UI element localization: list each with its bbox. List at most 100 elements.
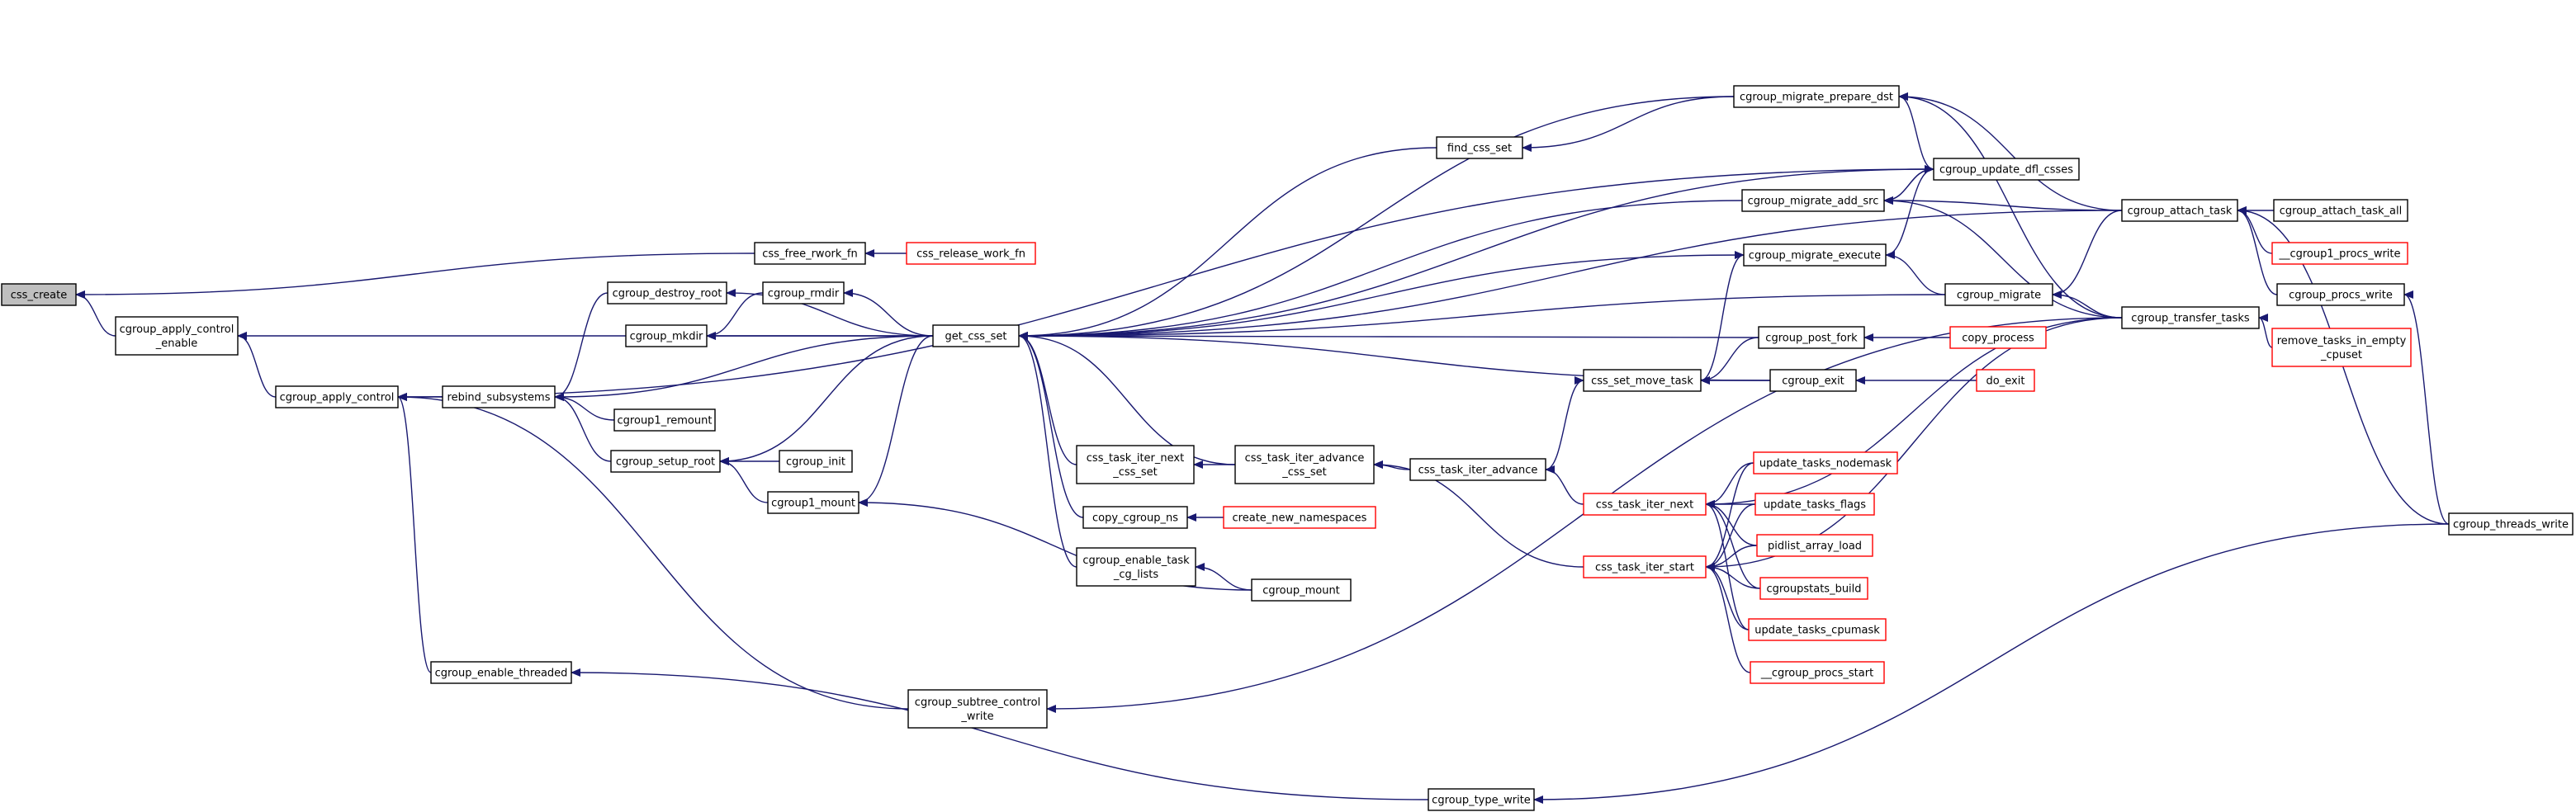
node-box[interactable]	[1949, 326, 2047, 349]
node-cgroup_rmdir[interactable]: cgroup_rmdir	[762, 281, 845, 304]
node-copy_process[interactable]: copy_process	[1949, 326, 2047, 349]
node-box[interactable]	[1748, 618, 1887, 641]
node-css_free_rwork_fn[interactable]: css_free_rwork_fn	[754, 242, 866, 265]
node-cgroup_update_dfl_csses[interactable]: cgroup_update_dfl_csses	[1933, 158, 2080, 181]
node-copy_cgroup_ns[interactable]: copy_cgroup_ns	[1082, 506, 1188, 529]
node-box[interactable]	[932, 324, 1020, 347]
node-rebind_subsystems[interactable]: rebind_subsystems	[442, 385, 556, 408]
node-css_task_iter_next[interactable]: css_task_iter_next	[1583, 493, 1707, 516]
node-box[interactable]	[1583, 555, 1707, 578]
node-box[interactable]	[2273, 199, 2408, 222]
node-box[interactable]	[1758, 326, 1865, 349]
node-box[interactable]	[1428, 788, 1535, 811]
node-box[interactable]	[2271, 242, 2408, 265]
node-box[interactable]	[779, 450, 853, 473]
node-box[interactable]	[1409, 458, 1546, 481]
node-cgroup_migrate_execute[interactable]: cgroup_migrate_execute	[1743, 243, 1887, 267]
node-box[interactable]	[1754, 493, 1875, 516]
node-cgroup_init[interactable]: cgroup_init	[779, 450, 853, 473]
node-box[interactable]	[1436, 136, 1523, 159]
node-box[interactable]	[2121, 199, 2238, 222]
node-cgroup_threads_write[interactable]: cgroup_threads_write	[2448, 512, 2574, 536]
node-box[interactable]	[625, 324, 708, 347]
node-css_task_iter_advance_css_set[interactable]: css_task_iter_advance_css_set	[1234, 445, 1375, 484]
node-box[interactable]	[275, 385, 399, 408]
node-update_tasks_flags[interactable]: update_tasks_flags	[1754, 493, 1875, 516]
node-box[interactable]	[1234, 445, 1375, 484]
node-find_css_set[interactable]: find_css_set	[1436, 136, 1523, 159]
node-box[interactable]	[613, 408, 716, 432]
node-css_release_work_fn[interactable]: css_release_work_fn	[906, 242, 1036, 265]
node-box[interactable]	[2271, 328, 2412, 367]
node-css_task_iter_advance[interactable]: css_task_iter_advance	[1409, 458, 1546, 481]
node-box[interactable]	[762, 281, 845, 304]
node-remove_tasks_in_empty_cpuset[interactable]: remove_tasks_in_empty_cpuset	[2271, 328, 2412, 367]
node-cgroup_procs_write[interactable]: cgroup_procs_write	[2276, 283, 2405, 306]
node-box[interactable]	[1, 283, 77, 306]
node-cgroup_migrate_add_src[interactable]: cgroup_migrate_add_src	[1741, 189, 1885, 212]
node-cgroup1_remount[interactable]: cgroup1_remount	[613, 408, 716, 432]
node-__cgroup1_procs_write[interactable]: __cgroup1_procs_write	[2271, 242, 2408, 265]
node-box[interactable]	[115, 316, 239, 356]
node-box[interactable]	[1583, 369, 1702, 392]
node-cgroup_migrate[interactable]: cgroup_migrate	[1944, 283, 2053, 306]
node-box[interactable]	[1944, 283, 2053, 306]
node-get_css_set[interactable]: get_css_set	[932, 324, 1020, 347]
node-box[interactable]	[1076, 445, 1195, 484]
node-cgroup_setup_root[interactable]: cgroup_setup_root	[610, 450, 721, 473]
node-box[interactable]	[2448, 512, 2574, 536]
node-box[interactable]	[1223, 506, 1376, 529]
node-css_task_iter_start[interactable]: css_task_iter_start	[1583, 555, 1707, 578]
node-box[interactable]	[1251, 578, 1352, 602]
node-box[interactable]	[1733, 85, 1900, 108]
node-cgroup_apply_control[interactable]: cgroup_apply_control	[275, 385, 399, 408]
node-box[interactable]	[1759, 577, 1868, 600]
node-css_create[interactable]: css_create	[1, 283, 77, 306]
node-cgroup_enable_task_cg_lists[interactable]: cgroup_enable_task_cg_lists	[1076, 547, 1196, 587]
node-cgroup_transfer_tasks[interactable]: cgroup_transfer_tasks	[2121, 306, 2260, 329]
node-cgroup_mount[interactable]: cgroup_mount	[1251, 578, 1352, 602]
node-update_tasks_nodemask[interactable]: update_tasks_nodemask	[1753, 451, 1898, 474]
node-pidlist_array_load[interactable]: pidlist_array_load	[1756, 534, 1873, 557]
node-cgroup_mkdir[interactable]: cgroup_mkdir	[625, 324, 708, 347]
node-box[interactable]	[610, 450, 721, 473]
node-box[interactable]	[2121, 306, 2260, 329]
node-update_tasks_cpumask[interactable]: update_tasks_cpumask	[1748, 618, 1887, 641]
node-box[interactable]	[1076, 547, 1196, 587]
node-cgroup_subtree_control_write[interactable]: cgroup_subtree_control_write	[907, 689, 1048, 729]
node-box[interactable]	[607, 281, 727, 304]
node-box[interactable]	[430, 661, 572, 684]
node-do_exit[interactable]: do_exit	[1976, 369, 2035, 392]
node-box[interactable]	[1741, 189, 1885, 212]
node-box[interactable]	[1583, 493, 1707, 516]
node-box[interactable]	[754, 242, 866, 265]
node-box[interactable]	[1743, 243, 1887, 267]
node-cgroup_enable_threaded[interactable]: cgroup_enable_threaded	[430, 661, 572, 684]
node-__cgroup_procs_start[interactable]: __cgroup_procs_start	[1750, 661, 1885, 684]
node-cgroup_destroy_root[interactable]: cgroup_destroy_root	[607, 281, 727, 304]
node-cgroupstats_build[interactable]: cgroupstats_build	[1759, 577, 1868, 600]
node-css_set_move_task[interactable]: css_set_move_task	[1583, 369, 1702, 392]
node-box[interactable]	[1082, 506, 1188, 529]
node-cgroup_exit[interactable]: cgroup_exit	[1769, 369, 1857, 392]
node-box[interactable]	[1756, 534, 1873, 557]
node-create_new_namespaces[interactable]: create_new_namespaces	[1223, 506, 1376, 529]
node-box[interactable]	[1933, 158, 2080, 181]
node-css_task_iter_next_css_set[interactable]: css_task_iter_next_css_set	[1076, 445, 1195, 484]
node-box[interactable]	[1976, 369, 2035, 392]
node-cgroup_post_fork[interactable]: cgroup_post_fork	[1758, 326, 1865, 349]
node-cgroup_apply_control_enable[interactable]: cgroup_apply_control_enable	[115, 316, 239, 356]
node-box[interactable]	[906, 242, 1036, 265]
node-box[interactable]	[1753, 451, 1898, 474]
node-box[interactable]	[1769, 369, 1857, 392]
node-box[interactable]	[907, 689, 1048, 729]
node-box[interactable]	[1750, 661, 1885, 684]
node-cgroup_attach_task_all[interactable]: cgroup_attach_task_all	[2273, 199, 2408, 222]
node-box[interactable]	[767, 491, 859, 514]
node-cgroup_attach_task[interactable]: cgroup_attach_task	[2121, 199, 2238, 222]
node-box[interactable]	[442, 385, 556, 408]
node-cgroup_migrate_prepare_dst[interactable]: cgroup_migrate_prepare_dst	[1733, 85, 1900, 108]
node-box[interactable]	[2276, 283, 2405, 306]
node-cgroup_type_write[interactable]: cgroup_type_write	[1428, 788, 1535, 811]
node-cgroup1_mount[interactable]: cgroup1_mount	[767, 491, 859, 514]
